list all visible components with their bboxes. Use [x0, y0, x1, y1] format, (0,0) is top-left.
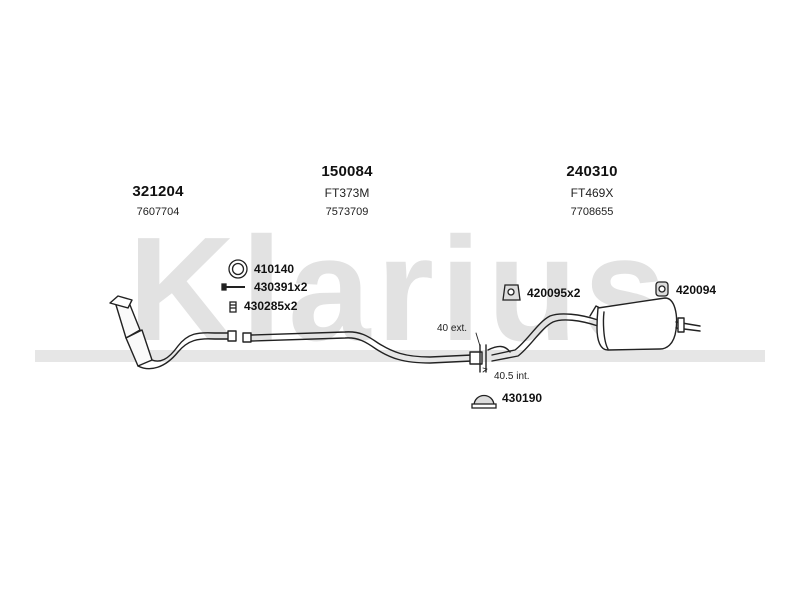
dimension-ext: 40 ext.: [437, 323, 468, 334]
accessory-clamp[interactable]: 430190: [502, 391, 543, 405]
intermediate-pipe[interactable]: [242, 331, 483, 365]
rubber-mount-icon: [502, 284, 521, 301]
bolt-icon: [221, 283, 245, 291]
brand-watermark: Klarius: [128, 207, 672, 372]
joint-clamp[interactable]: [479, 344, 511, 373]
accessory-mount-rubber[interactable]: 420095x2: [527, 286, 581, 300]
ring-gasket-icon: [228, 259, 248, 279]
dim-leader-ext: [475, 332, 481, 347]
rubber-hanger-icon: [655, 281, 669, 297]
clamp-icon: [471, 394, 497, 409]
rear-silencer-assembly[interactable]: [491, 297, 701, 362]
oe-number-mid-pipe: 7573709: [325, 206, 369, 218]
spring-icon: [229, 301, 237, 313]
part-number-rear-box[interactable]: 240310: [566, 163, 618, 180]
dimension-int: 40.5 int.: [494, 371, 530, 382]
part-number-catalyst[interactable]: 321204: [132, 183, 184, 200]
catalyst-pipe[interactable]: [109, 295, 237, 370]
accessory-rear-mount[interactable]: 420094: [676, 283, 717, 297]
oe-number-rear-box: 7708655: [570, 206, 614, 218]
watermark-bar: [35, 350, 765, 362]
accessory-bolt[interactable]: 430391x2: [254, 280, 308, 294]
oe-number-catalyst: 7607704: [136, 206, 180, 218]
part-number-mid-pipe[interactable]: 150084: [321, 163, 373, 180]
accessory-spring[interactable]: 430285x2: [244, 299, 298, 313]
part-code-mid-pipe: FT373M: [324, 186, 370, 200]
part-code-rear-box: FT469X: [570, 186, 614, 200]
accessory-gasket-ring[interactable]: 410140: [254, 262, 295, 276]
dim-leader-int: [482, 367, 488, 373]
